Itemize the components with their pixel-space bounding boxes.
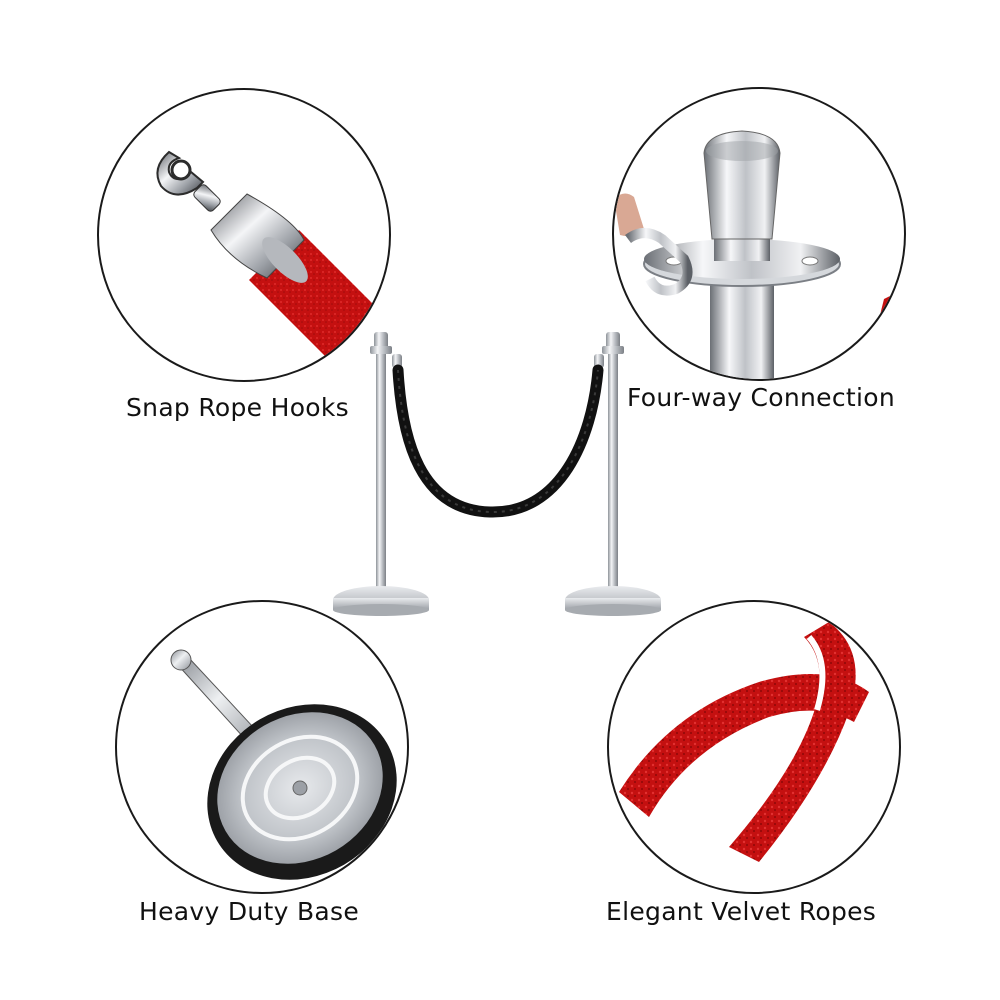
velvet-rope-detail-circle [607,600,901,894]
elegant-velvet-ropes-label: Elegant Velvet Ropes [606,897,877,926]
post-top-icon [614,130,904,379]
post-top-detail-circle [612,87,906,381]
four-way-connection-label: Four-way Connection [627,383,895,412]
snap-hook-icon [156,150,389,380]
right-post [565,332,661,616]
left-post [333,332,429,616]
stanchion-set-image [320,320,680,630]
snap-hook-detail-circle [97,88,391,382]
base-icon [170,649,397,880]
stanchion-set-illustration [333,332,661,616]
heavy-duty-base-label: Heavy Duty Base [139,897,360,926]
snap-rope-hooks-label: Snap Rope Hooks [126,393,349,422]
velvet-rope-icon [619,622,869,862]
base-detail-circle [115,600,409,894]
